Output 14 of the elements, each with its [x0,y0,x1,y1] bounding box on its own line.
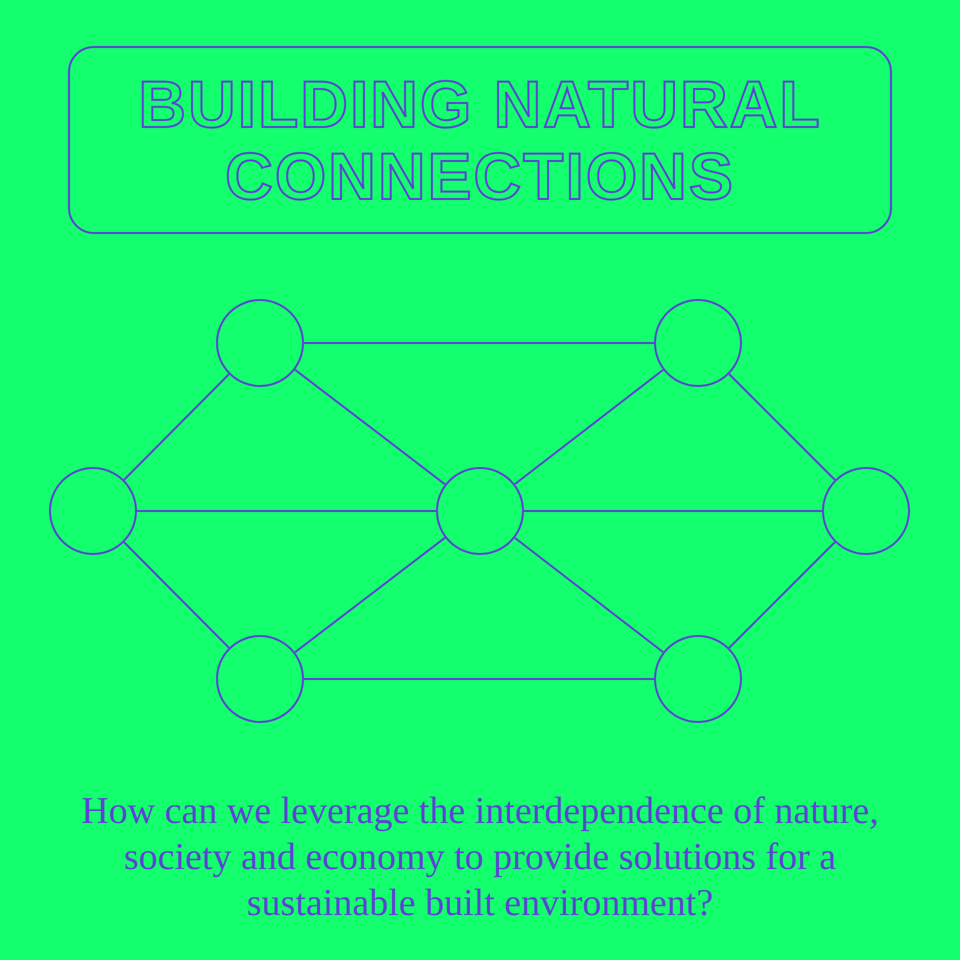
connector-line [514,537,664,653]
connector-line [123,374,230,480]
connector-line [304,678,654,680]
connector-line [137,510,436,512]
title: BUILDING NATURAL CONNECTIONS [137,68,823,212]
caption: How can we leverage the interdependence of nature, society and economy to provide solutions for a sustainable built environment? [80,789,880,926]
connector-line [514,369,664,485]
connector-line [304,342,654,344]
connector-line [294,368,446,486]
connector-line [294,536,446,654]
connector-line [728,541,836,649]
connector-line [728,373,836,481]
connector-line [123,542,230,648]
connector-line [524,510,822,512]
